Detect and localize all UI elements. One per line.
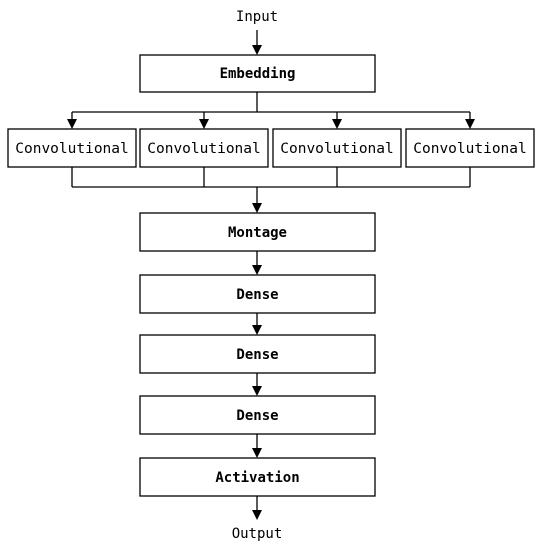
output-label: Output [232,526,283,542]
dense-label-1: Dense [236,287,278,303]
montage-label: Montage [228,225,287,241]
dense-node-1: Dense [139,274,376,314]
convolutional-node-4: Convolutional [405,128,535,168]
activation-node: Activation [139,457,376,497]
convolutional-label-2: Convolutional [147,141,261,157]
convolutional-node-2: Convolutional [139,128,269,168]
montage-node: Montage [139,212,376,252]
convolutional-label-1: Convolutional [15,141,129,157]
convolutional-label-4: Convolutional [413,141,527,157]
embedding-label: Embedding [220,66,296,82]
convolutional-node-1: Convolutional [7,128,137,168]
embedding-node: Embedding [139,54,376,93]
convolutional-label-3: Convolutional [280,141,394,157]
dense-node-2: Dense [139,334,376,374]
dense-label-3: Dense [236,408,278,424]
activation-label: Activation [215,470,299,486]
convolutional-node-3: Convolutional [272,128,402,168]
dense-node-3: Dense [139,395,376,435]
input-label: Input [236,9,278,25]
dense-label-2: Dense [236,347,278,363]
